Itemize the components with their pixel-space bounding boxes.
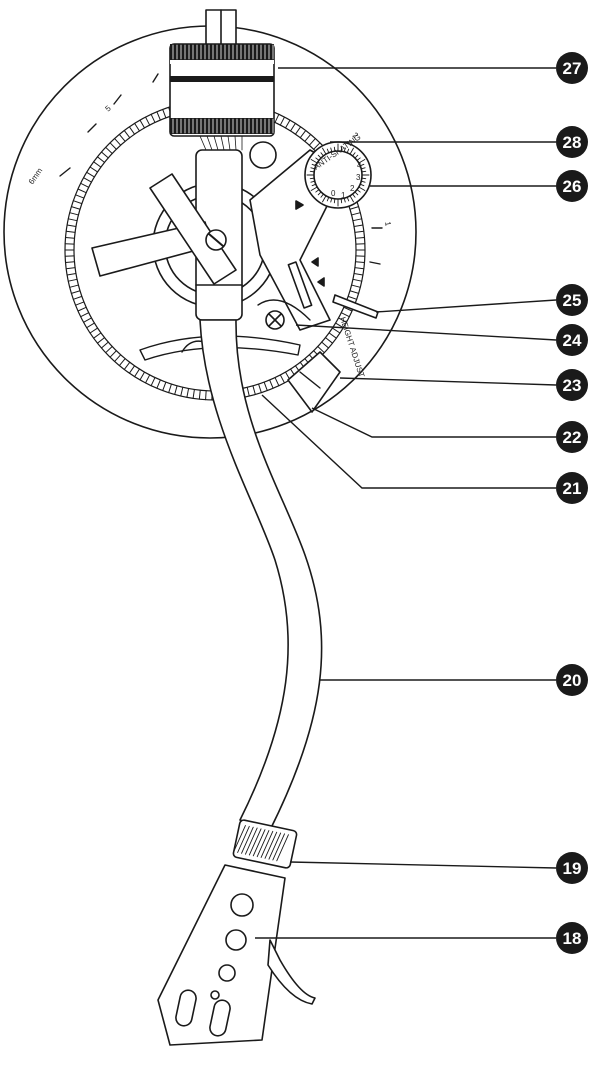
leader-line: [262, 395, 556, 488]
callout-22: 22: [312, 408, 588, 453]
finger-lift: [268, 940, 315, 1004]
callout-number: 23: [563, 376, 582, 395]
callout-number: 18: [563, 929, 582, 948]
arm-rest-lock: [288, 352, 340, 412]
anti-skating-num-3: 3: [356, 173, 361, 182]
ring-label-1: 1: [383, 221, 393, 227]
cue-marker-up: [312, 258, 318, 266]
height-adjust-label: HEIGHT ADJUST: [338, 316, 366, 379]
callout-28: 28: [330, 126, 588, 158]
arm-collar: [233, 819, 298, 868]
callout-18: 18: [255, 922, 588, 954]
callout-23: 23: [340, 369, 588, 401]
anti-skating-num-0: 0: [331, 189, 336, 198]
leader-line: [312, 408, 556, 437]
callout-number: 28: [563, 133, 582, 152]
callout-number: 24: [563, 331, 582, 350]
callout-20: 20: [320, 664, 588, 696]
counterweight-spring: [200, 136, 242, 150]
callout-19: 19: [290, 852, 588, 884]
callout-number: 22: [563, 428, 582, 447]
arm-lift-knob: [250, 142, 276, 168]
anti-skating-num-2: 2: [350, 184, 355, 193]
counterweight: [170, 44, 274, 136]
height-scale-label-5: 5: [104, 103, 114, 113]
headshell: [158, 865, 285, 1045]
height-scale-label-6mm: 6mm: [27, 166, 45, 186]
callout-number: 21: [563, 479, 582, 498]
cue-marker-down: [318, 278, 324, 286]
callout-number: 19: [563, 859, 582, 878]
anti-skating-num-1: 1: [341, 191, 346, 200]
callout-26: 26: [370, 170, 588, 202]
callout-27: 27: [278, 52, 588, 84]
anti-skating-num-4: 4: [357, 161, 362, 170]
callout-number: 27: [563, 59, 582, 78]
callout-number: 20: [563, 671, 582, 690]
callout-number: 25: [563, 291, 582, 310]
leader-line: [340, 378, 556, 385]
callout-24: 24: [296, 324, 588, 356]
leader-line: [290, 862, 556, 868]
callout-number: 26: [563, 177, 582, 196]
